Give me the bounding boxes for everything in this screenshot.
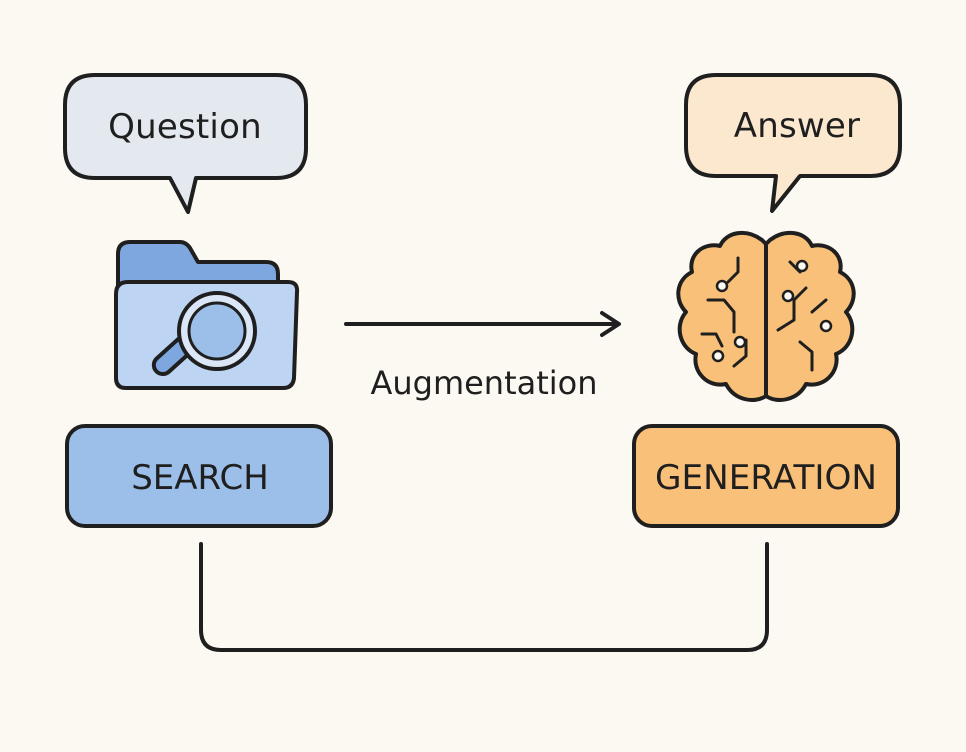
brain-circuit-lines xyxy=(700,256,828,372)
search-box: SEARCH xyxy=(65,424,333,528)
question-bubble: Question xyxy=(63,73,308,214)
brain-circuit-nodes xyxy=(711,259,833,363)
brain-left-hemisphere xyxy=(676,230,768,402)
generation-box-shape xyxy=(632,424,900,528)
search-label: SEARCH xyxy=(131,458,269,498)
circuit-brain-icon xyxy=(676,230,856,402)
folder-magnifier-icon xyxy=(114,240,300,390)
question-bubble-shape xyxy=(63,73,308,214)
answer-label: Answer xyxy=(734,106,860,146)
answer-bubble: Answer xyxy=(684,73,902,213)
generation-label: GENERATION xyxy=(655,458,877,498)
magnifier-glass xyxy=(187,301,247,361)
augmentation-label: Augmentation xyxy=(370,364,597,402)
augmentation-arrow: Augmentation xyxy=(344,311,621,402)
search-box-shape xyxy=(65,424,333,528)
arrow-head xyxy=(600,311,621,337)
feedback-connector xyxy=(199,542,769,652)
answer-bubble-shape xyxy=(684,73,902,213)
question-label: Question xyxy=(108,107,262,147)
brain-right-hemisphere xyxy=(764,230,856,402)
generation-box: GENERATION xyxy=(632,424,900,528)
